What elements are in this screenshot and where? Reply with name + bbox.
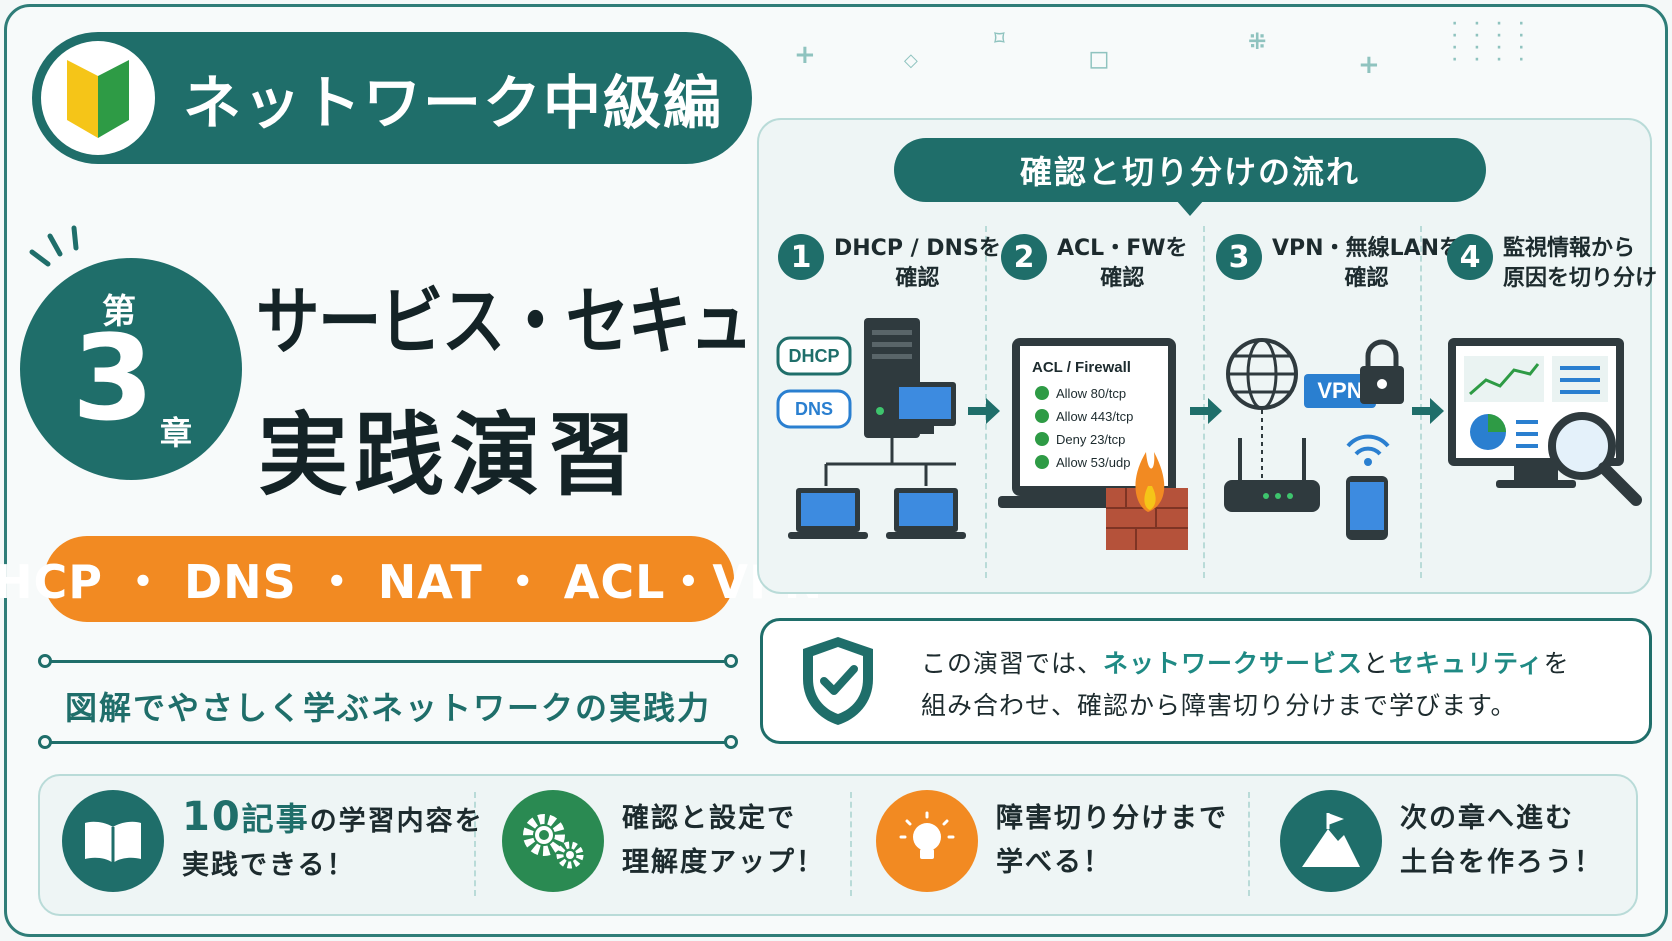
- sparkle-diamond-icon: ◇: [904, 50, 918, 71]
- acl-rule: Allow 53/udp: [1056, 455, 1130, 470]
- chapter-prefix: 第: [102, 292, 136, 332]
- feature-separator: [850, 792, 852, 896]
- vpn-wireless-icon: VPN: [1224, 338, 1404, 540]
- flow-step-2: 2 ACL・FWを 確認: [1001, 234, 1188, 294]
- step-label: VPN・無線LANを 確認: [1272, 236, 1462, 291]
- acl-rule: Allow 443/tcp: [1056, 409, 1133, 424]
- firewall-laptop-icon: ACL / Firewall Allow 80/tcp Allow 443/tc…: [998, 338, 1188, 550]
- step-separator: [1420, 226, 1422, 578]
- acl-title: ACL / Firewall: [1032, 359, 1131, 376]
- step-label: ACL・FWを 確認: [1057, 236, 1188, 291]
- step-number: 3: [1216, 234, 1262, 280]
- divider-bottom: [38, 735, 738, 749]
- chapter-badge: 第 3 章: [20, 258, 242, 480]
- feature-separator: [474, 792, 476, 896]
- flow-heading-pointer: [1176, 200, 1204, 216]
- feature-separator: [1248, 792, 1250, 896]
- step-number: 2: [1001, 234, 1047, 280]
- spark-lines-icon: [29, 225, 79, 267]
- arrow-right-icon: [1190, 398, 1222, 424]
- shield-check-icon: [803, 637, 873, 725]
- lightbulb-icon: [876, 790, 978, 892]
- acl-rule: Allow 80/tcp: [1056, 386, 1126, 401]
- acl-rule: Deny 23/tcp: [1056, 432, 1125, 447]
- sparkle-plus-icon: +: [794, 40, 816, 70]
- vpn-label: VPN: [1317, 378, 1362, 403]
- flow-step-1: 1 DHCP / DNSを 確認: [778, 234, 1001, 294]
- sparkle-plus-icon: +: [1358, 50, 1380, 80]
- arrow-right-icon: [1412, 398, 1444, 424]
- beginner-mark-icon: [41, 41, 155, 155]
- main-title-line2: 実践演習: [258, 403, 642, 508]
- step-number: 1: [778, 234, 824, 280]
- chapter-suffix: 章: [160, 414, 193, 452]
- topic-tags: DHCP ・ DNS ・ NAT ・ ACL・VPN: [0, 536, 822, 622]
- feature-item: 障害切り分けまで 学べる！: [876, 790, 1228, 892]
- header-title: ネットワーク中級編: [183, 69, 724, 137]
- gears-icon: [502, 790, 604, 892]
- chapter-number: 3: [72, 309, 155, 447]
- feature-item: 確認と設定で 理解度アップ！: [502, 790, 825, 892]
- info-text: この演習では、ネットワークサービスとセキュリティを 組み合わせ、確認から障害切り…: [921, 649, 1570, 720]
- sparkle-square-icon: ⌑: [994, 26, 1005, 50]
- divider-top: [38, 654, 738, 668]
- feature-text: 次の章へ進む 土台を作ろう！: [1400, 803, 1603, 878]
- subtitle: 図解でやさしく学ぶネットワークの実践力: [64, 689, 711, 727]
- step-label: 監視情報から 原因を切り分け: [1503, 236, 1658, 291]
- feature-item: 次の章へ進む 土台を作ろう！: [1280, 790, 1603, 892]
- dhcp-bubble: DHCP: [788, 346, 839, 366]
- step-separator: [1203, 226, 1205, 578]
- flow-step-3: 3 VPN・無線LANを 確認: [1216, 234, 1461, 294]
- sparkle-square-icon: ◻: [1088, 44, 1110, 74]
- book-icon: [62, 790, 164, 892]
- info-box: この演習では、ネットワークサービスとセキュリティを 組み合わせ、確認から障害切り…: [760, 618, 1652, 744]
- flow-step-4: 4 監視情報から 原因を切り分け: [1447, 234, 1657, 294]
- dns-bubble: DNS: [795, 399, 833, 419]
- monitoring-icon: [1448, 338, 1642, 506]
- dot-grid-icon: · · · ·· · · ·· · · ·· · · ·: [1452, 16, 1530, 68]
- step-number: 4: [1447, 234, 1493, 280]
- mountain-flag-icon: [1280, 790, 1382, 892]
- feature-text: 10記事の学習内容を 実践できる！: [182, 793, 484, 881]
- server-network-icon: DHCP DNS: [776, 318, 966, 539]
- step-label: DHCP / DNSを 確認: [834, 236, 1001, 291]
- flow-heading: 確認と切り分けの流れ: [894, 138, 1486, 202]
- feature-text: 障害切り分けまで 学べる！: [996, 803, 1228, 878]
- feature-item: 10記事の学習内容を 実践できる！: [62, 790, 484, 892]
- feature-text: 確認と設定で 理解度アップ！: [622, 803, 825, 878]
- header-banner: ネットワーク中級編: [32, 32, 752, 164]
- sparkle-cross-icon: ⁜: [1248, 30, 1267, 55]
- arrow-right-icon: [968, 398, 1000, 424]
